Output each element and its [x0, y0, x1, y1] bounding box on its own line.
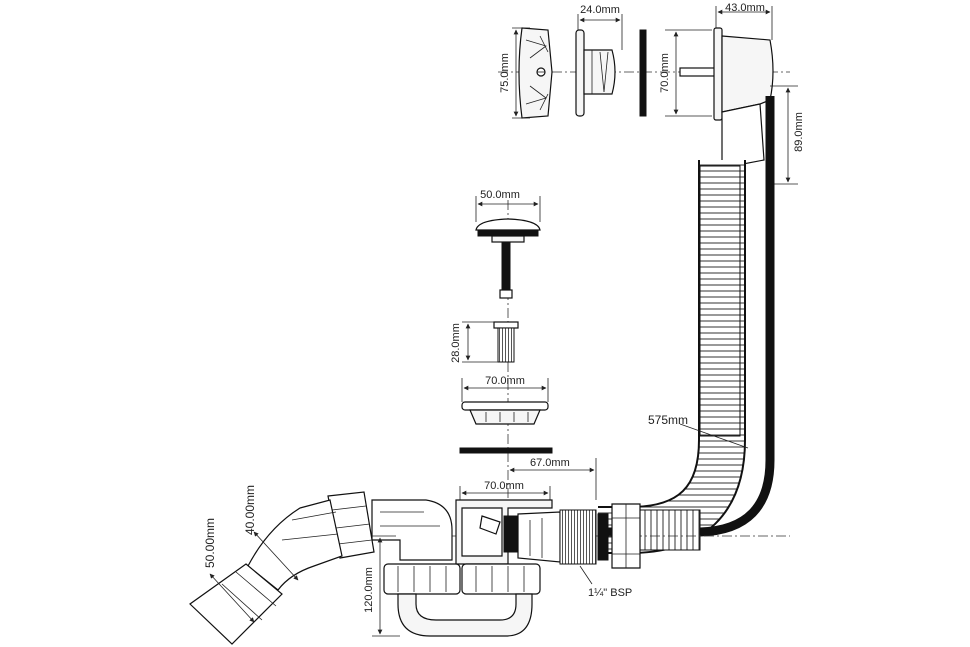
drop-length-label: 89.0mm — [793, 112, 805, 152]
pipe-inner-label: 40.00mm — [243, 485, 257, 535]
cap-height-label: 75.0mm — [499, 53, 511, 93]
trap-depth-label: 120.0mm — [363, 567, 375, 613]
outlet-diameter-label: 70.0mm — [484, 480, 524, 492]
overflow-spindle — [679, 67, 719, 77]
overflow-flange — [575, 29, 616, 117]
trap-nuts — [383, 563, 541, 595]
overflow-body — [713, 27, 774, 169]
overflow-tube — [604, 96, 775, 537]
overflow-cap — [518, 27, 553, 119]
flexible-hose — [598, 96, 775, 554]
pipe-outer-label: 50.00mm — [203, 518, 217, 568]
waste-seat — [461, 401, 549, 425]
strainer-insert — [493, 321, 519, 363]
overflow-assembly: 75.0mm 24.0mm 70.0mm 43.0mm — [498, 2, 805, 185]
outlet-pipe: 40.00mm 50.00mm — [189, 485, 375, 645]
waste-body-and-trap: 70.0mm 1¼" BSP — [363, 480, 790, 637]
hose-length-label: 575mm — [648, 413, 688, 427]
overflow-gasket — [639, 29, 647, 117]
click-clack-plug — [475, 218, 541, 299]
flange-width-label: 24.0mm — [580, 4, 620, 16]
plug-diameter-label: 50.0mm — [480, 189, 520, 201]
plate-height-label: 70.0mm — [659, 53, 671, 93]
thread-label: 1¼" BSP — [588, 587, 632, 599]
strainer-height-label: 28.0mm — [450, 323, 462, 363]
u-bend — [397, 593, 533, 637]
seat-diameter-label: 70.0mm — [485, 375, 525, 387]
body-width-label: 43.0mm — [725, 2, 765, 14]
waste-washer — [459, 447, 553, 454]
hose-union-nut — [611, 503, 641, 569]
waste-components: 50.0mm 28.0mm 70.0mm 67.0mm — [450, 189, 597, 530]
offset-label: 67.0mm — [530, 457, 570, 469]
